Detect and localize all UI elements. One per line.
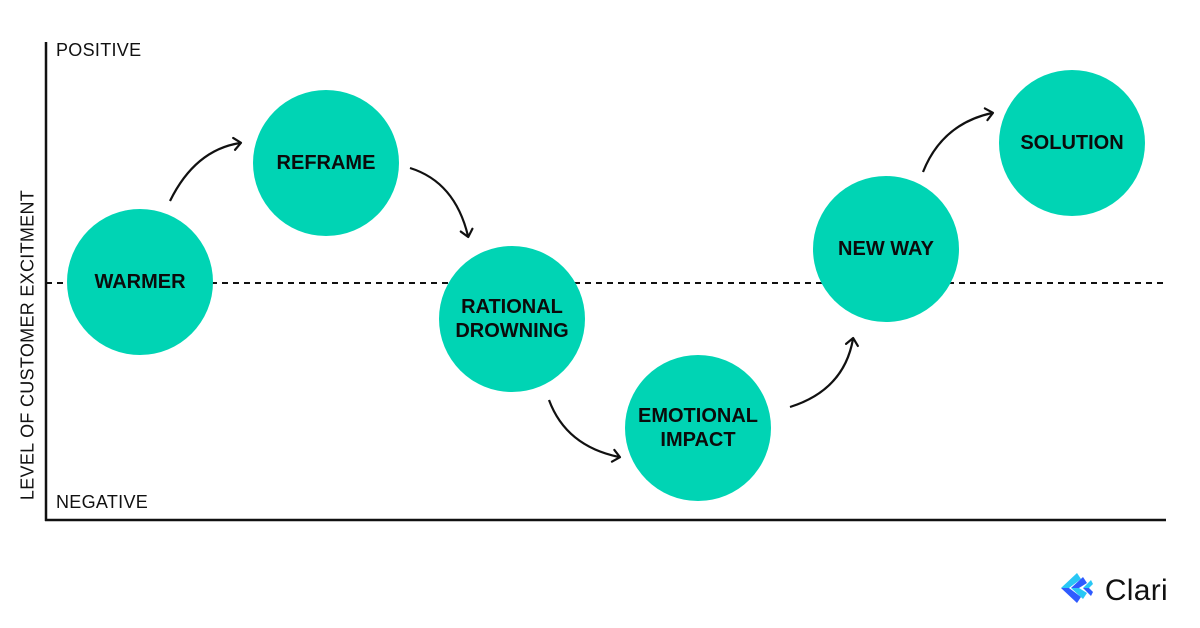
arrow-newway-to-solution [921, 107, 995, 173]
arrow-warmer-to-reframe [169, 136, 243, 202]
brand: Clari [1057, 571, 1168, 610]
clari-logo-icon [1057, 571, 1097, 610]
y-axis-label: LEVEL OF CUSTOMER EXCITMENT [17, 189, 38, 501]
positive-label: POSITIVE [56, 40, 142, 60]
node-reframe: REFRAME [253, 90, 399, 236]
brand-name: Clari [1104, 573, 1168, 607]
arrow-emotional-to-newway [789, 336, 859, 409]
node-new-way: NEW WAY [813, 176, 959, 322]
node-warmer: WARMER [67, 209, 213, 355]
arrow-rational-to-emotional [547, 399, 622, 463]
arrow-reframe-to-rational [409, 166, 474, 239]
node-emotional-impact: EMOTIONAL IMPACT [625, 355, 771, 501]
node-rational-drowning: RATIONAL DROWNING [439, 246, 585, 392]
node-solution: SOLUTION [999, 70, 1145, 216]
negative-label: NEGATIVE [56, 492, 149, 512]
